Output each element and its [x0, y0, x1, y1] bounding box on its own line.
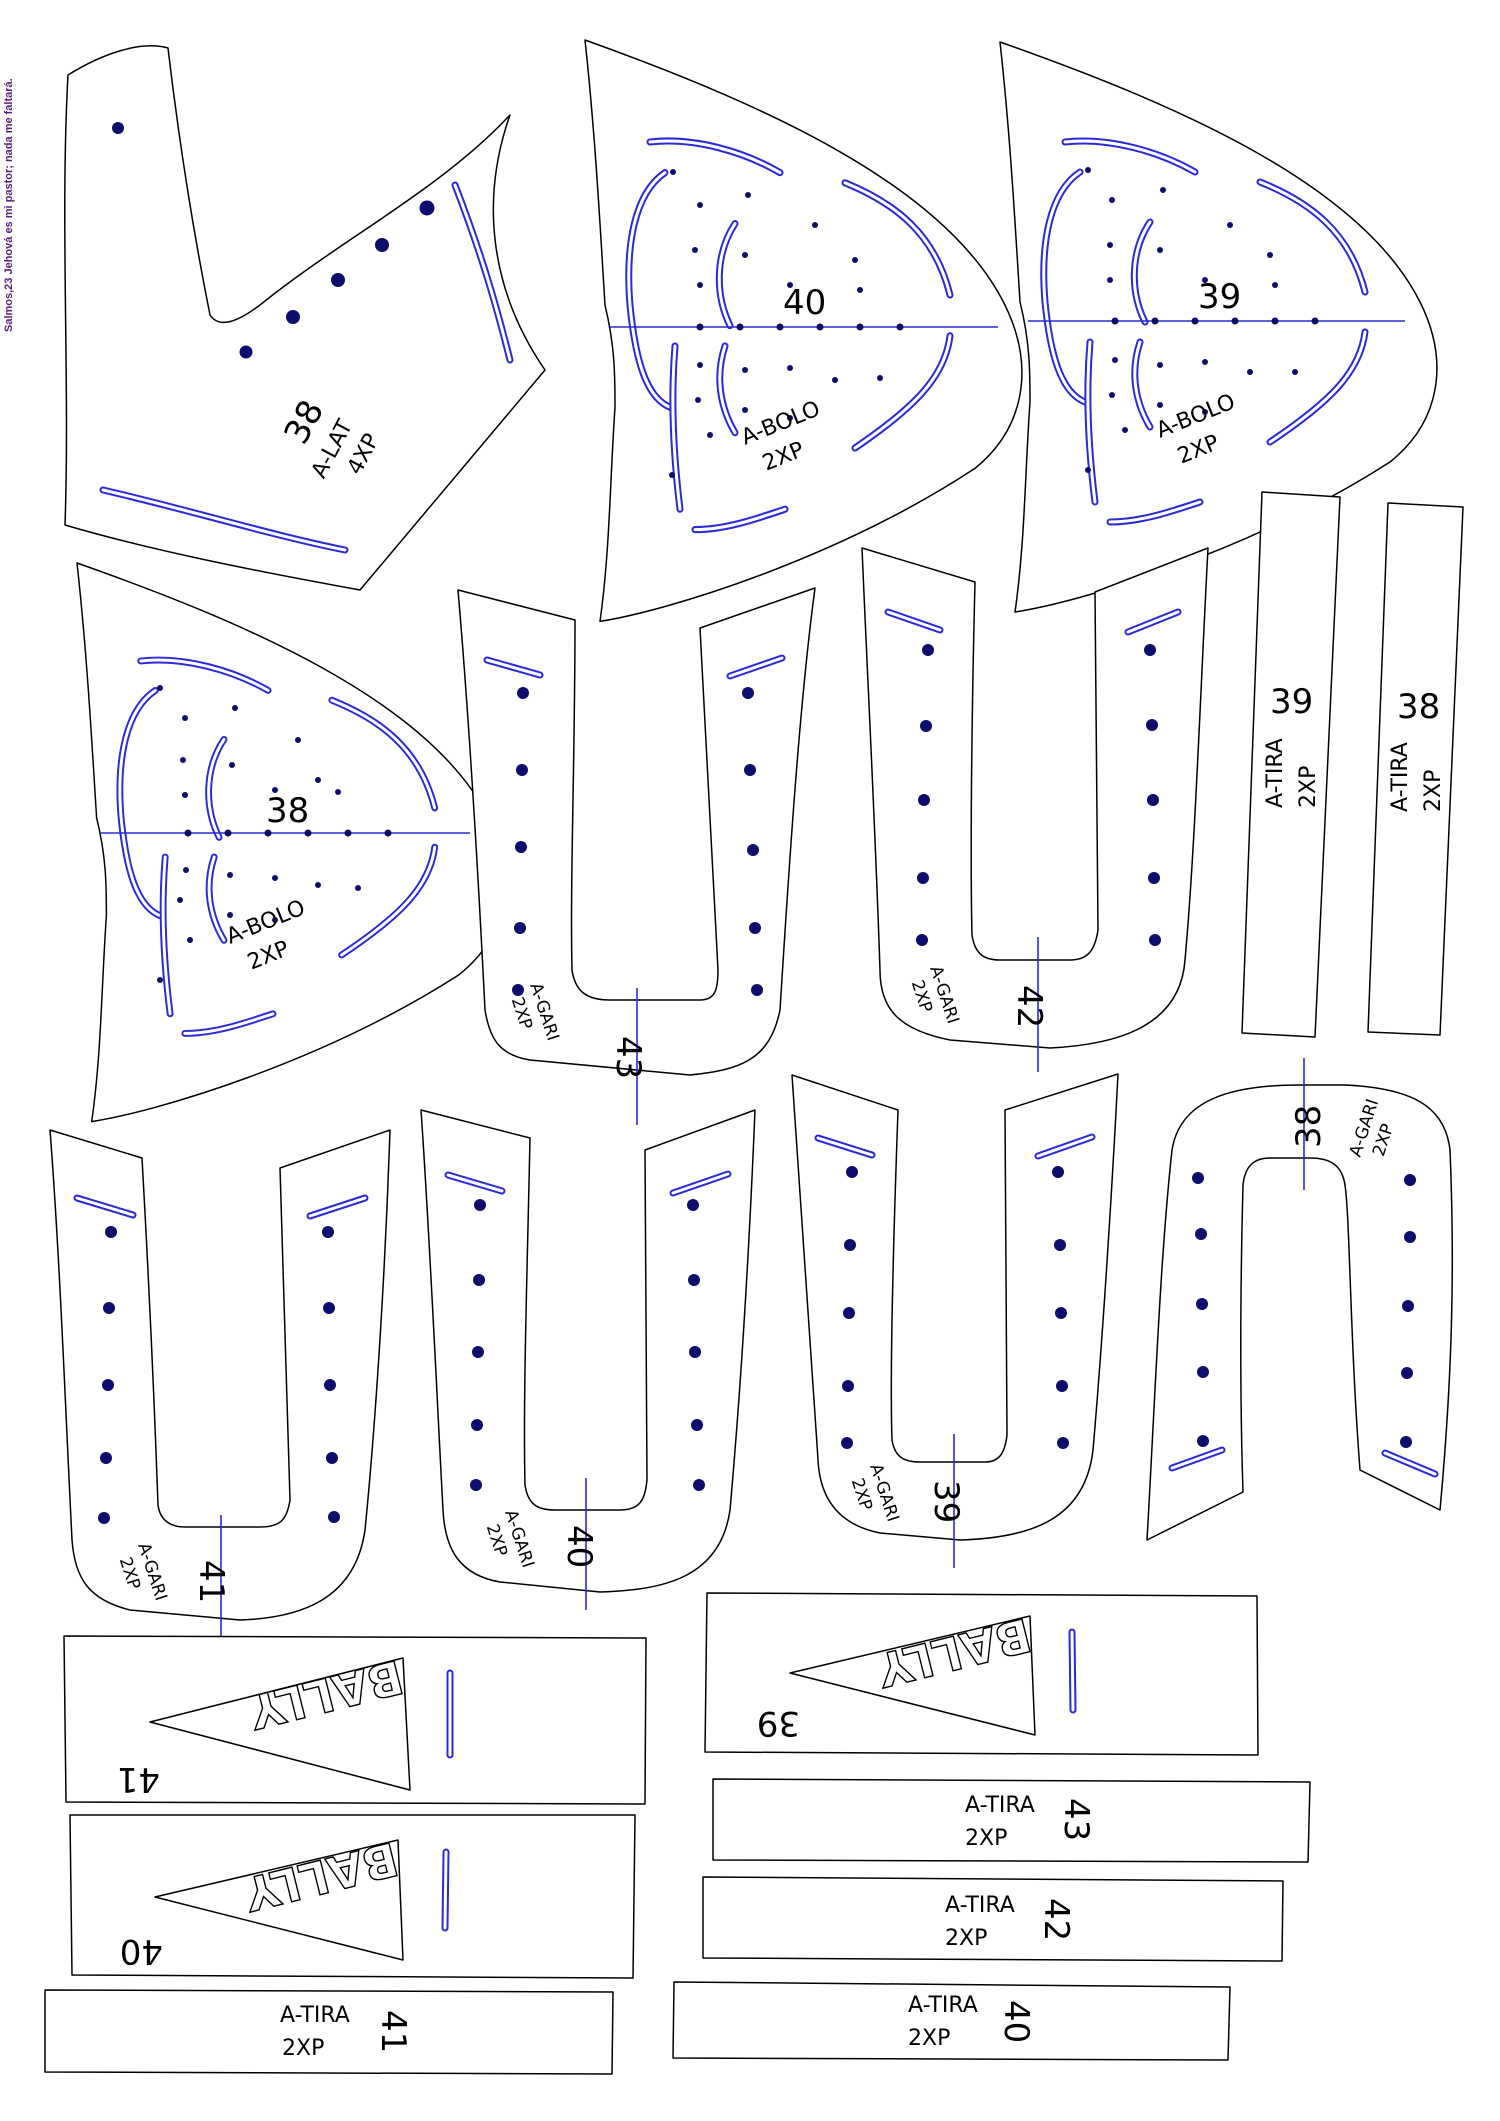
piece-size: 40 [120, 1931, 163, 1971]
piece-size: 41 [373, 2010, 413, 2053]
piece-bolo-40: 40 A-BOLO 2XP [585, 40, 1022, 621]
piece-logo-40: BALLY 40 [69, 1814, 636, 1979]
piece-size: 38 [1289, 1105, 1329, 1148]
piece-size: 38 [266, 791, 309, 831]
piece-gari-43: A-GARI 2XP 43 [457, 587, 816, 1125]
piece-gari-39: A-GARI 2XP 39 [791, 1073, 1119, 1568]
piece-size: 43 [1056, 1798, 1096, 1841]
piece-size: 39 [1198, 277, 1241, 317]
piece-quantity: 2XP [282, 2036, 324, 2061]
piece-size: 41 [191, 1560, 231, 1603]
piece-quantity: 2XP [945, 1926, 987, 1951]
piece-name: A-TIRA [1263, 738, 1288, 808]
piece-bolo-38: 38 A-BOLO 2XP [77, 563, 505, 1122]
piece-tira-38-vertical: 38 A-TIRA 2XP [1367, 502, 1464, 1036]
margin-note: Salmos,23 Jehová es mi pastor; nada me f… [3, 78, 15, 332]
piece-size: 38 [1397, 687, 1440, 727]
piece-tira-40: A-TIRA 2XP 40 [672, 1981, 1231, 2061]
piece-tira-41: A-TIRA 2XP 41 [44, 1989, 614, 2075]
piece-size: 40 [783, 283, 826, 323]
piece-tira-43: A-TIRA 2XP 43 [712, 1778, 1311, 1863]
piece-gari-42: A-GARI 2XP 42 [861, 547, 1209, 1072]
piece-name: A-TIRA [280, 2003, 350, 2028]
piece-size: 40 [559, 1525, 599, 1568]
piece-name: A-TIRA [965, 1793, 1035, 1818]
piece-lat-38: 38 A-LAT 4XP [64, 45, 546, 591]
piece-logo-39: BALLY 39 [704, 1592, 1259, 1756]
piece-size: 41 [117, 1759, 160, 1799]
piece-quantity: 2XP [1421, 770, 1446, 812]
piece-quantity: 2XP [1296, 766, 1321, 808]
piece-size: 40 [996, 2000, 1036, 2043]
piece-gari-41: A-GARI 2XP 41 [49, 1129, 391, 1648]
piece-size: 39 [1270, 682, 1313, 722]
piece-size: 39 [926, 1480, 966, 1523]
piece-gari-40: A-GARI 2XP 40 [420, 1109, 756, 1610]
piece-size: 42 [1009, 985, 1049, 1028]
piece-name: A-TIRA [945, 1893, 1015, 1918]
piece-size: 42 [1036, 1898, 1076, 1941]
piece-tira-42: A-TIRA 2XP 42 [702, 1876, 1284, 1962]
piece-size: 43 [608, 1036, 648, 1079]
piece-size: 39 [757, 1703, 800, 1743]
piece-bolo-39: 39 A-BOLO 2XP [1000, 42, 1437, 612]
piece-quantity: 2XP [908, 2026, 950, 2051]
piece-name: A-TIRA [1388, 742, 1413, 812]
piece-logo-41: BALLY 41 [63, 1635, 647, 1805]
piece-name: A-TIRA [908, 1993, 978, 2018]
piece-gari-38: A-GARI 2XP 38 [1146, 1058, 1454, 1541]
piece-tira-39-vertical: 39 A-TIRA 2XP [1241, 491, 1341, 1038]
piece-quantity: 2XP [965, 1826, 1007, 1851]
